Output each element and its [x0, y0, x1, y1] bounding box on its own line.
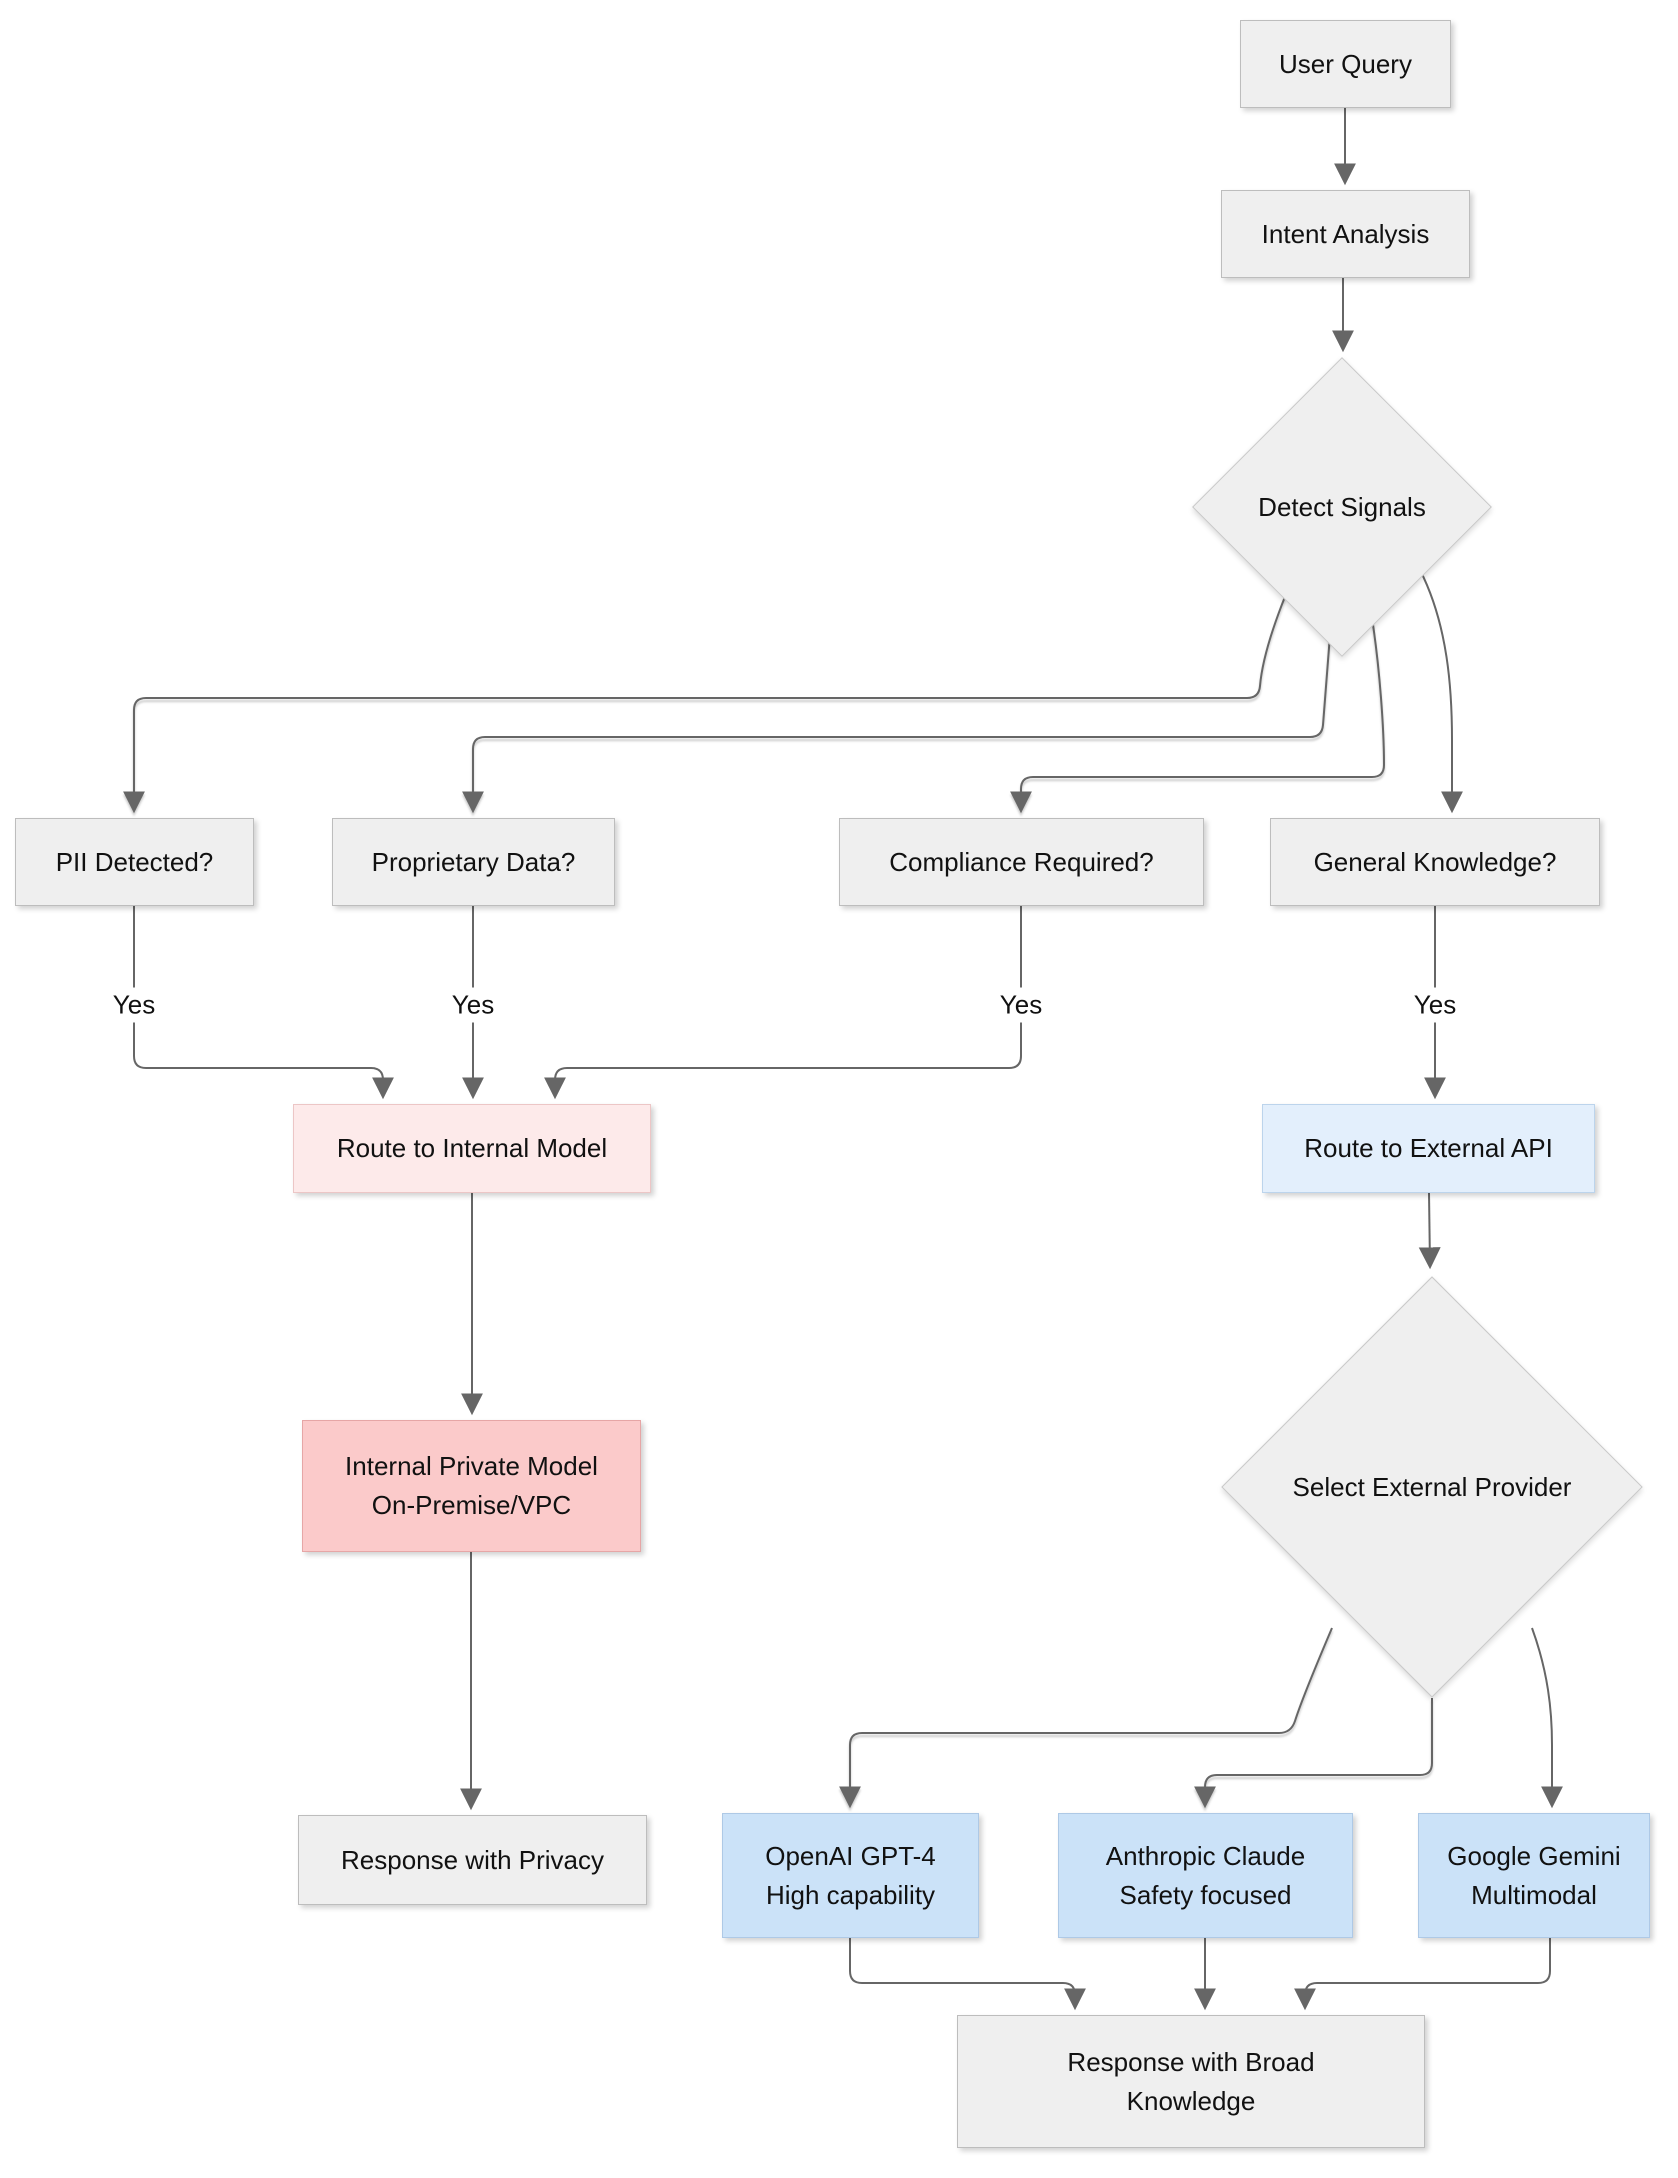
node-internal-private-model-line2: On-Premise/VPC: [371, 1490, 572, 1520]
node-detect-signals: Detect Signals: [1191, 357, 1493, 657]
node-internal-private-model: Internal Private Model On-Premise/VPC: [302, 1420, 641, 1552]
edge-select-provider-to-openai: [839, 1627, 1333, 1809]
edge-label-yes-compliance: Yes: [991, 987, 1051, 1023]
node-proprietary-data: Proprietary Data?: [332, 818, 615, 906]
edge-detect-signals-to-proprietary: [462, 634, 1331, 814]
edge-route-external-to-select-provider: [1418, 1192, 1441, 1270]
edge-detect-signals-to-pii: [123, 567, 1298, 814]
node-route-internal-label: Route to Internal Model: [336, 1133, 608, 1163]
node-google-gemini-line1: Google Gemini: [1447, 1840, 1621, 1871]
node-google-gemini: Google Gemini Multimodal: [1418, 1813, 1650, 1938]
node-route-internal: Route to Internal Model: [293, 1104, 651, 1193]
edge-select-provider-to-gemini: [1531, 1627, 1563, 1809]
node-openai-gpt4-line1: OpenAI GPT-4: [765, 1840, 936, 1871]
node-response-broad-line1: Response with Broad: [1067, 2046, 1315, 2077]
edge-label-yes-general: Yes: [1405, 987, 1465, 1023]
node-route-external-label: Route to External API: [1304, 1133, 1553, 1163]
node-anthropic-claude-line2: Safety focused: [1119, 1879, 1292, 1910]
edge-detect-signals-to-compliance: [1010, 617, 1386, 814]
node-pii-detected-label: PII Detected?: [55, 846, 214, 877]
edge-compliance-yes-to-route-internal: [544, 906, 1022, 1100]
node-anthropic-claude: Anthropic Claude Safety focused: [1058, 1813, 1353, 1938]
node-select-provider: Select External Provider: [1221, 1276, 1643, 1698]
node-route-external: Route to External API: [1262, 1104, 1595, 1193]
edge-detect-signals-to-general: [1419, 569, 1463, 814]
node-response-privacy-label: Response with Privacy: [341, 1844, 604, 1875]
node-internal-private-model-line1: Internal Private Model: [345, 1451, 598, 1481]
edge-gemini-to-response-broad: [1294, 1938, 1551, 2011]
node-intent-analysis: Intent Analysis: [1221, 190, 1470, 278]
node-general-knowledge: General Knowledge?: [1270, 818, 1600, 906]
edge-openai-to-response-broad: [849, 1938, 1086, 2011]
node-intent-analysis-label: Intent Analysis: [1261, 218, 1430, 249]
node-openai-gpt4: OpenAI GPT-4 High capability: [722, 1813, 979, 1938]
node-select-provider-label: Select External Provider: [1292, 1471, 1572, 1502]
node-compliance-required: Compliance Required?: [839, 818, 1204, 906]
edge-label-yes-proprietary: Yes: [443, 987, 503, 1023]
node-openai-gpt4-line2: High capability: [765, 1879, 936, 1910]
edge-select-provider-to-anthropic: [1194, 1698, 1433, 1809]
node-google-gemini-line2: Multimodal: [1471, 1879, 1597, 1910]
node-proprietary-data-label: Proprietary Data?: [371, 846, 576, 877]
edge-label-yes-pii: Yes: [104, 987, 164, 1023]
node-detect-signals-label: Detect Signals: [1258, 491, 1426, 522]
node-response-broad: Response with Broad Knowledge: [957, 2015, 1425, 2148]
node-anthropic-claude-line1: Anthropic Claude: [1105, 1840, 1306, 1871]
node-user-query: User Query: [1240, 20, 1451, 108]
node-user-query-label: User Query: [1279, 48, 1412, 79]
node-response-broad-line2: Knowledge: [1126, 2085, 1256, 2116]
node-response-privacy: Response with Privacy: [298, 1815, 647, 1905]
node-pii-detected: PII Detected?: [15, 818, 254, 906]
edge-pii-yes-to-route-internal: [133, 906, 394, 1100]
node-general-knowledge-label: General Knowledge?: [1313, 846, 1557, 877]
node-compliance-required-label: Compliance Required?: [889, 846, 1154, 877]
